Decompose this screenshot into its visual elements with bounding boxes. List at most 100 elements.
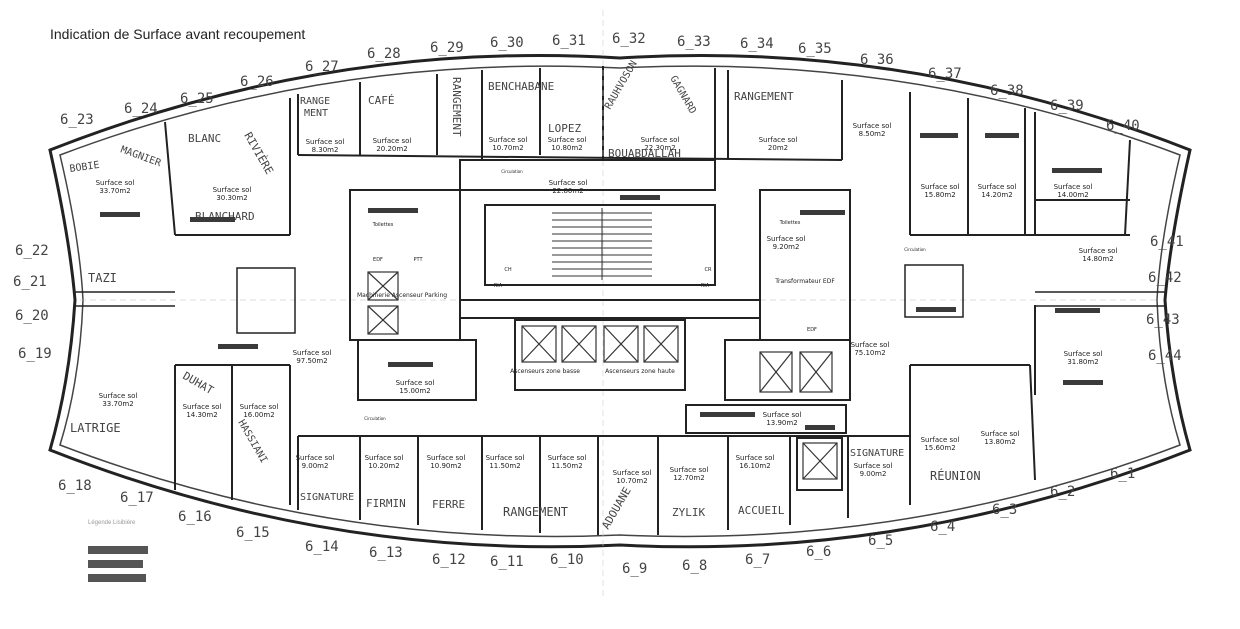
room-area: 8.50m2: [859, 130, 886, 138]
room-area: 15.60m2: [924, 444, 955, 452]
room-surface-label: Surface sol: [99, 392, 138, 400]
plan-title: Indication de Surface avant recoupement: [50, 26, 306, 42]
office-number: 6_42: [1148, 270, 1182, 286]
cr-label: CR: [705, 267, 712, 273]
office-number: 6_33: [677, 34, 711, 50]
office-number: 6_36: [860, 52, 894, 68]
legend-redaction: [88, 560, 143, 568]
redaction-bar: [800, 210, 845, 215]
room-occupant: RÉUNION: [930, 468, 981, 483]
ria-label: RIA: [701, 283, 710, 289]
room-surface-label: Surface sol: [183, 403, 222, 411]
room-occupant: ADOUANE: [599, 485, 633, 532]
office-number: 6_12: [432, 552, 466, 568]
transformateur-label: Transformateur EDF: [774, 278, 835, 285]
room-occupant: FERRE: [432, 498, 465, 511]
room-surface-label: Surface sol: [763, 411, 802, 419]
redaction-bar: [1052, 168, 1102, 173]
redaction-bar: [620, 195, 660, 200]
room-occupant: RIVIÈRE: [241, 130, 275, 177]
room-area: 31.80m2: [1067, 358, 1098, 366]
room-surface-label: Surface sol: [365, 454, 404, 462]
room-surface-label: Surface sol: [670, 466, 709, 474]
room-occupant: GAGNARD: [667, 74, 698, 116]
office-number: 6_17: [120, 490, 154, 506]
room: RANGEMENT: [450, 77, 463, 137]
room-occupant: ACCUEIL: [738, 504, 785, 517]
room-surface-label: Surface sol: [240, 403, 279, 411]
service-cores: [236, 264, 964, 334]
redaction-bar: [1063, 380, 1103, 385]
room-occupant: LOPEZ: [548, 122, 581, 135]
room-area: 13.90m2: [766, 419, 797, 427]
circulation-label: Circulation: [501, 169, 523, 174]
office-number: 6_37: [928, 66, 962, 82]
room-surface-label: Surface sol: [851, 341, 890, 349]
room-area: 33.70m2: [99, 187, 130, 195]
office-number: 6_29: [430, 40, 464, 56]
office-number: 6_16: [178, 509, 212, 525]
office-number: 6_18: [58, 478, 92, 494]
legend-text: Légende Lisibière: [88, 520, 136, 526]
office-number: 6_11: [490, 554, 524, 570]
room-area: 8.30m2: [312, 146, 339, 154]
legend: Légende Lisibière: [88, 520, 168, 582]
room-occupant: BOBIE: [69, 160, 100, 175]
room-occupant: SIGNATURE: [850, 448, 904, 459]
room-occupant: MAGNIER: [119, 144, 163, 169]
machinerie-label: Machinerie Ascenseur Parking: [357, 292, 447, 299]
room-surface-label: Surface sol: [1064, 350, 1103, 358]
office-number: 6_30: [490, 35, 524, 51]
room-surface-label: Surface sol: [1079, 247, 1118, 255]
room-occupant: SIGNATURE: [300, 492, 354, 503]
office-number: 6_24: [124, 101, 158, 117]
room-area: 14.30m2: [186, 411, 217, 419]
inner-wall: [59, 65, 1181, 538]
ch-label: CH: [504, 267, 511, 273]
room-occupant: RANGEMENT: [503, 505, 568, 519]
office-number: 6_38: [990, 83, 1024, 99]
office-number: 6_9: [622, 561, 647, 577]
room-area: 20m2: [768, 144, 788, 152]
office-number: 6_39: [1050, 98, 1084, 114]
office-number: 6_40: [1106, 118, 1140, 134]
room-occupant: RANGEMENT: [450, 77, 463, 137]
room-surface-label: Surface sol: [489, 136, 528, 144]
room-surface-label: Surface sol: [293, 349, 332, 357]
ptt-label: PTT: [413, 257, 423, 263]
room-area: 11.50m2: [489, 462, 520, 470]
room-area: 10.20m2: [368, 462, 399, 470]
room-surface-label: Surface sol: [213, 186, 252, 194]
redaction-bar: [100, 212, 140, 217]
office-number: 6_23: [60, 112, 94, 128]
redaction-bar: [368, 208, 418, 213]
office-number: 6_41: [1150, 234, 1184, 250]
room-occupant: BENCHABANE: [488, 80, 554, 93]
room-area: 11.50m2: [551, 462, 582, 470]
room-area: 15.80m2: [924, 191, 955, 199]
office-number: 6_13: [369, 545, 403, 561]
redaction-bar: [700, 412, 755, 417]
room-surface-label: Surface sol: [427, 454, 466, 462]
office-number: 6_15: [236, 525, 270, 541]
room-area: 12.70m2: [673, 474, 704, 482]
room-surface-label: Surface sol: [306, 138, 345, 146]
